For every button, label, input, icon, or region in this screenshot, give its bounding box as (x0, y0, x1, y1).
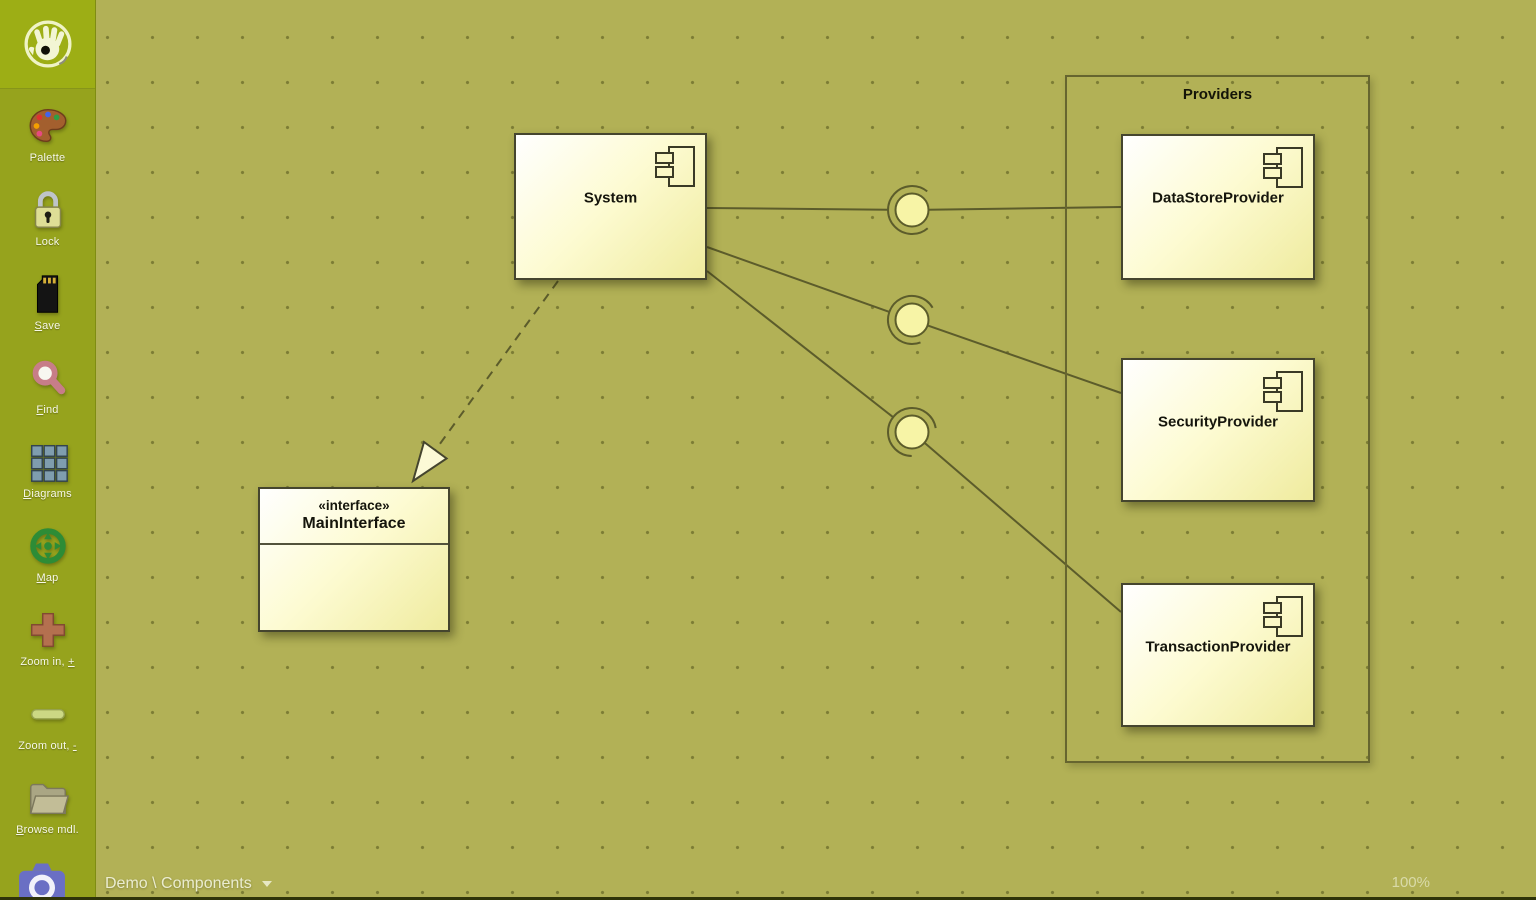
sidebar-item-label: Save (34, 320, 61, 332)
socket-arc-icon (887, 407, 937, 457)
ball-interface-icon (894, 192, 930, 228)
map-icon (25, 523, 71, 569)
sidebar-item-label: Zoom out, - (18, 740, 77, 752)
screenshot-button[interactable] (13, 855, 71, 900)
app-logo[interactable] (0, 0, 95, 89)
sidebar-item-label: Lock (35, 236, 60, 248)
sidebar-item-map[interactable]: Map (0, 521, 95, 605)
socket-arc-icon (887, 294, 934, 345)
diagrams-icon (25, 439, 71, 485)
component-icon (1263, 594, 1303, 637)
connector-system-security[interactable] (706, 246, 1122, 394)
ball-interface-icon (894, 302, 930, 338)
sidebar-item-browse-mdl[interactable]: Browse mdl. (0, 773, 95, 857)
sidebar-item-zoom-in[interactable]: Zoom in, + (0, 605, 95, 689)
zoom-out-icon (25, 691, 71, 737)
dropdown-caret-icon (261, 881, 272, 887)
interface-header: «interface» MainInterface (260, 489, 448, 545)
breadcrumb-label: Demo \ Components (105, 875, 252, 892)
realization-arrowhead-icon (411, 440, 449, 484)
node-transaction-provider[interactable]: TransactionProvider (1121, 583, 1315, 727)
component-name: SecurityProvider (1157, 413, 1279, 431)
connector-system-transaction[interactable] (706, 270, 1122, 613)
sidebar-item-palette[interactable]: Palette (0, 101, 95, 185)
component-name: System (583, 189, 638, 207)
sidebar-item-label: Zoom in, + (20, 656, 75, 668)
breadcrumb[interactable]: Demo \ Components (105, 875, 272, 893)
bottom-strip (0, 897, 1536, 900)
sidebar-item-label: Diagrams (23, 488, 72, 500)
frame-providers[interactable]: Providers (1065, 75, 1370, 763)
palette-icon (25, 103, 71, 149)
sidebar-item-diagrams[interactable]: Diagrams (0, 437, 95, 521)
zoom-level: 100% (1391, 874, 1430, 891)
component-icon (655, 144, 695, 187)
component-name: TransactionProvider (1145, 638, 1291, 656)
ball-interface-icon (894, 414, 930, 450)
node-system[interactable]: System (514, 133, 707, 280)
frame-title: Providers (1182, 86, 1253, 103)
sidebar-item-lock[interactable]: Lock (0, 185, 95, 269)
socket-arc-icon (887, 185, 929, 235)
sidebar-item-label: Find (36, 404, 59, 416)
sidebar-item-save[interactable]: Save (0, 269, 95, 353)
sidebar-item-find[interactable]: Find (0, 353, 95, 437)
node-main-interface[interactable]: «interface» MainInterface (258, 487, 450, 632)
node-datastore-provider[interactable]: DataStoreProvider (1121, 134, 1315, 280)
save-icon (25, 271, 71, 317)
stereotype-label: «interface» (318, 497, 390, 513)
component-icon (1263, 369, 1303, 412)
component-name: DataStoreProvider (1152, 189, 1284, 207)
zoom-in-icon (25, 607, 71, 653)
sidebar-item-label: Browse mdl. (16, 824, 79, 836)
folder-icon (25, 775, 71, 821)
node-security-provider[interactable]: SecurityProvider (1121, 358, 1315, 502)
connector-system-maininterface[interactable] (411, 280, 559, 484)
sidebar-item-label: Map (36, 572, 59, 584)
connector-system-datastore[interactable] (706, 185, 1122, 235)
find-icon (25, 355, 71, 401)
interface-name: MainInterface (302, 515, 406, 533)
sidebar-item-zoom-out[interactable]: Zoom out, - (0, 689, 95, 773)
component-icon (1263, 145, 1303, 188)
lock-icon (25, 187, 71, 233)
hand-logo-icon (18, 14, 78, 74)
sidebar-item-label: Palette (29, 152, 66, 164)
